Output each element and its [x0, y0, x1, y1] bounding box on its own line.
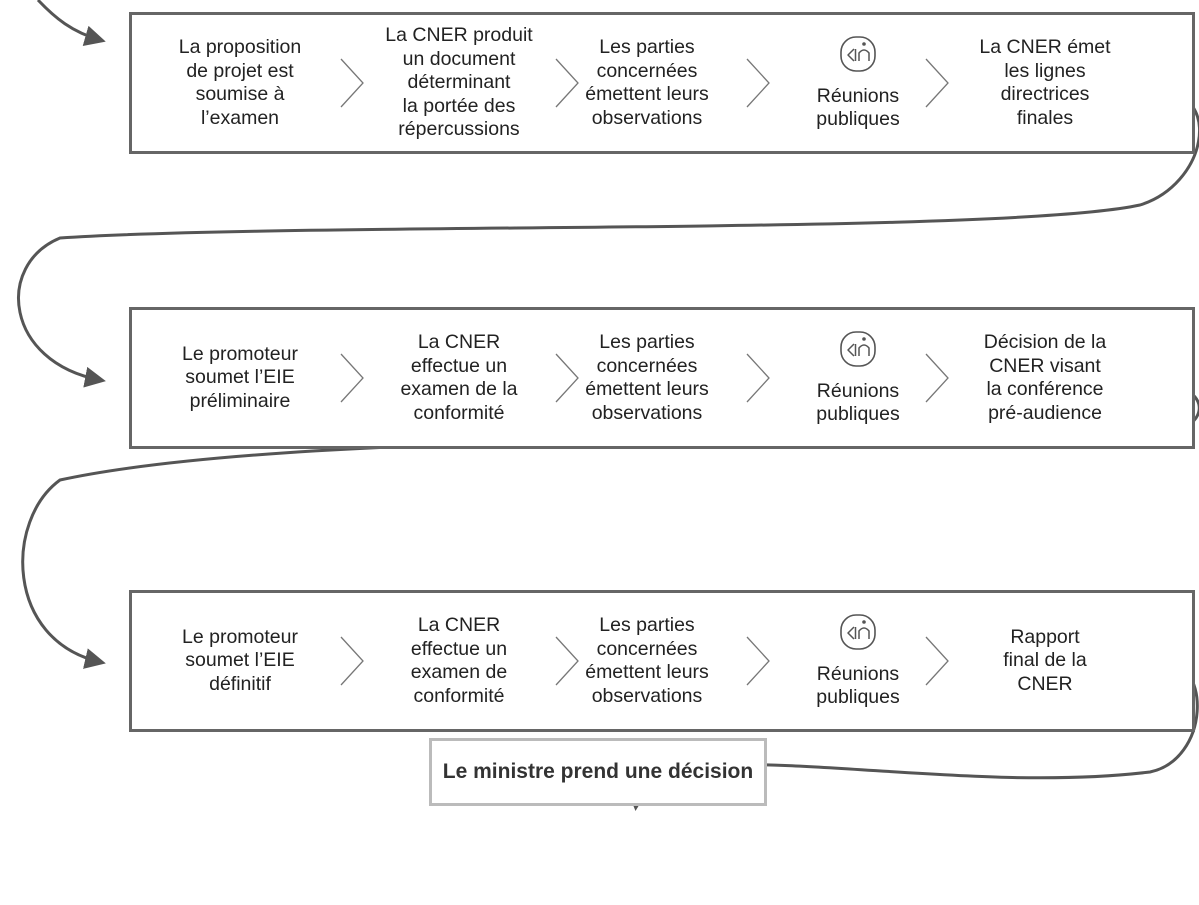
step-text-line: Réunions: [816, 662, 900, 685]
chevron-right-icon: [555, 58, 579, 108]
step-text-line: l’examen: [200, 106, 280, 129]
stage-box-3: [129, 590, 1195, 732]
step-text-line: Décision de la: [983, 331, 1107, 353]
step-text-line: déterminant: [407, 71, 511, 94]
step-text-line: pré-audience: [988, 401, 1102, 424]
chevron-right-icon: [925, 58, 949, 108]
step-text-line: directrices: [1000, 83, 1090, 105]
step-text-line: Réunions: [816, 379, 900, 402]
step-text-line: conformité: [413, 684, 505, 707]
step-text-line: définitif: [209, 672, 271, 695]
step-text-line: émettent leurs: [585, 378, 709, 400]
step-text-line: La CNER: [417, 614, 501, 636]
step-text-line: publiques: [816, 108, 900, 130]
step-text-line: concernées: [596, 637, 698, 660]
step-text-line: conformité: [413, 401, 505, 424]
public-meeting-icon: [840, 613, 876, 650]
step-text-line: les lignes: [1004, 59, 1086, 82]
step-text-line: finales: [1016, 106, 1074, 129]
step-text-line: concernées: [596, 354, 698, 377]
step-text-line: La CNER: [417, 331, 501, 353]
chevron-right-icon: [340, 353, 364, 403]
public-meeting-icon: [840, 35, 876, 72]
chevron-right-icon: [746, 58, 770, 108]
step-text-line: concernées: [596, 59, 698, 82]
step-text-line: un document: [402, 47, 516, 70]
step-text-line: émettent leurs: [585, 83, 709, 105]
step-text-line: observations: [591, 684, 703, 707]
step-text-line: soumet l’EIE: [185, 366, 295, 389]
step-text-line: publiques: [816, 686, 900, 708]
connector-1-2: [17, 86, 1199, 388]
step-text-line: examen de la: [400, 378, 518, 400]
chevron-right-icon: [925, 636, 949, 686]
step-text-line: Les parties: [599, 614, 695, 636]
step-text-line: observations: [591, 106, 703, 129]
step-text-line: Les parties: [599, 331, 695, 353]
final-decision-label: Le ministre prend une décision: [442, 760, 754, 783]
step-text-line: La proposition: [178, 36, 302, 58]
step-text-line: répercussions: [398, 118, 520, 141]
step-text-line: CNER: [1017, 672, 1073, 695]
step-text-line: Le promoteur: [182, 342, 298, 365]
step-text-line: préliminaire: [189, 389, 291, 412]
chevron-right-icon: [555, 353, 579, 403]
step-text-line: effectue un: [410, 354, 508, 377]
entry-arrow: [36, 0, 106, 46]
step-text-line: Les parties: [599, 36, 695, 58]
chevron-right-icon: [746, 353, 770, 403]
step-text-line: La CNER produit: [385, 24, 533, 47]
step-text-line: Le promoteur: [182, 625, 298, 648]
step-text-line: soumise à: [195, 83, 285, 105]
step-text-line: effectue un: [410, 637, 508, 660]
step-text-line: final de la: [1003, 649, 1087, 672]
step-text-line: examen de: [410, 661, 508, 683]
public-meeting-icon: [840, 330, 876, 367]
step-text-line: soumet l’EIE: [185, 649, 295, 672]
chevron-right-icon: [340, 636, 364, 686]
chevron-right-icon: [925, 353, 949, 403]
chevron-right-icon: [746, 636, 770, 686]
step-text-line: observations: [591, 401, 703, 424]
stage-box-2: [129, 307, 1195, 449]
step-text-line: publiques: [816, 403, 900, 425]
step-text-line: La CNER émet: [979, 36, 1111, 58]
step-text-line: CNER visant: [989, 354, 1101, 377]
step-text-line: émettent leurs: [585, 661, 709, 683]
chevron-right-icon: [340, 58, 364, 108]
step-text-line: la portée des: [402, 94, 516, 117]
step-text-line: Rapport: [1010, 625, 1080, 648]
step-text-line: la conférence: [986, 378, 1104, 400]
final-decision-box: Le ministre prend une décision: [429, 738, 767, 806]
step-text-line: Réunions: [816, 84, 900, 107]
chevron-right-icon: [555, 636, 579, 686]
step-text-line: de projet est: [186, 59, 294, 82]
stage-box-1: [129, 12, 1195, 154]
